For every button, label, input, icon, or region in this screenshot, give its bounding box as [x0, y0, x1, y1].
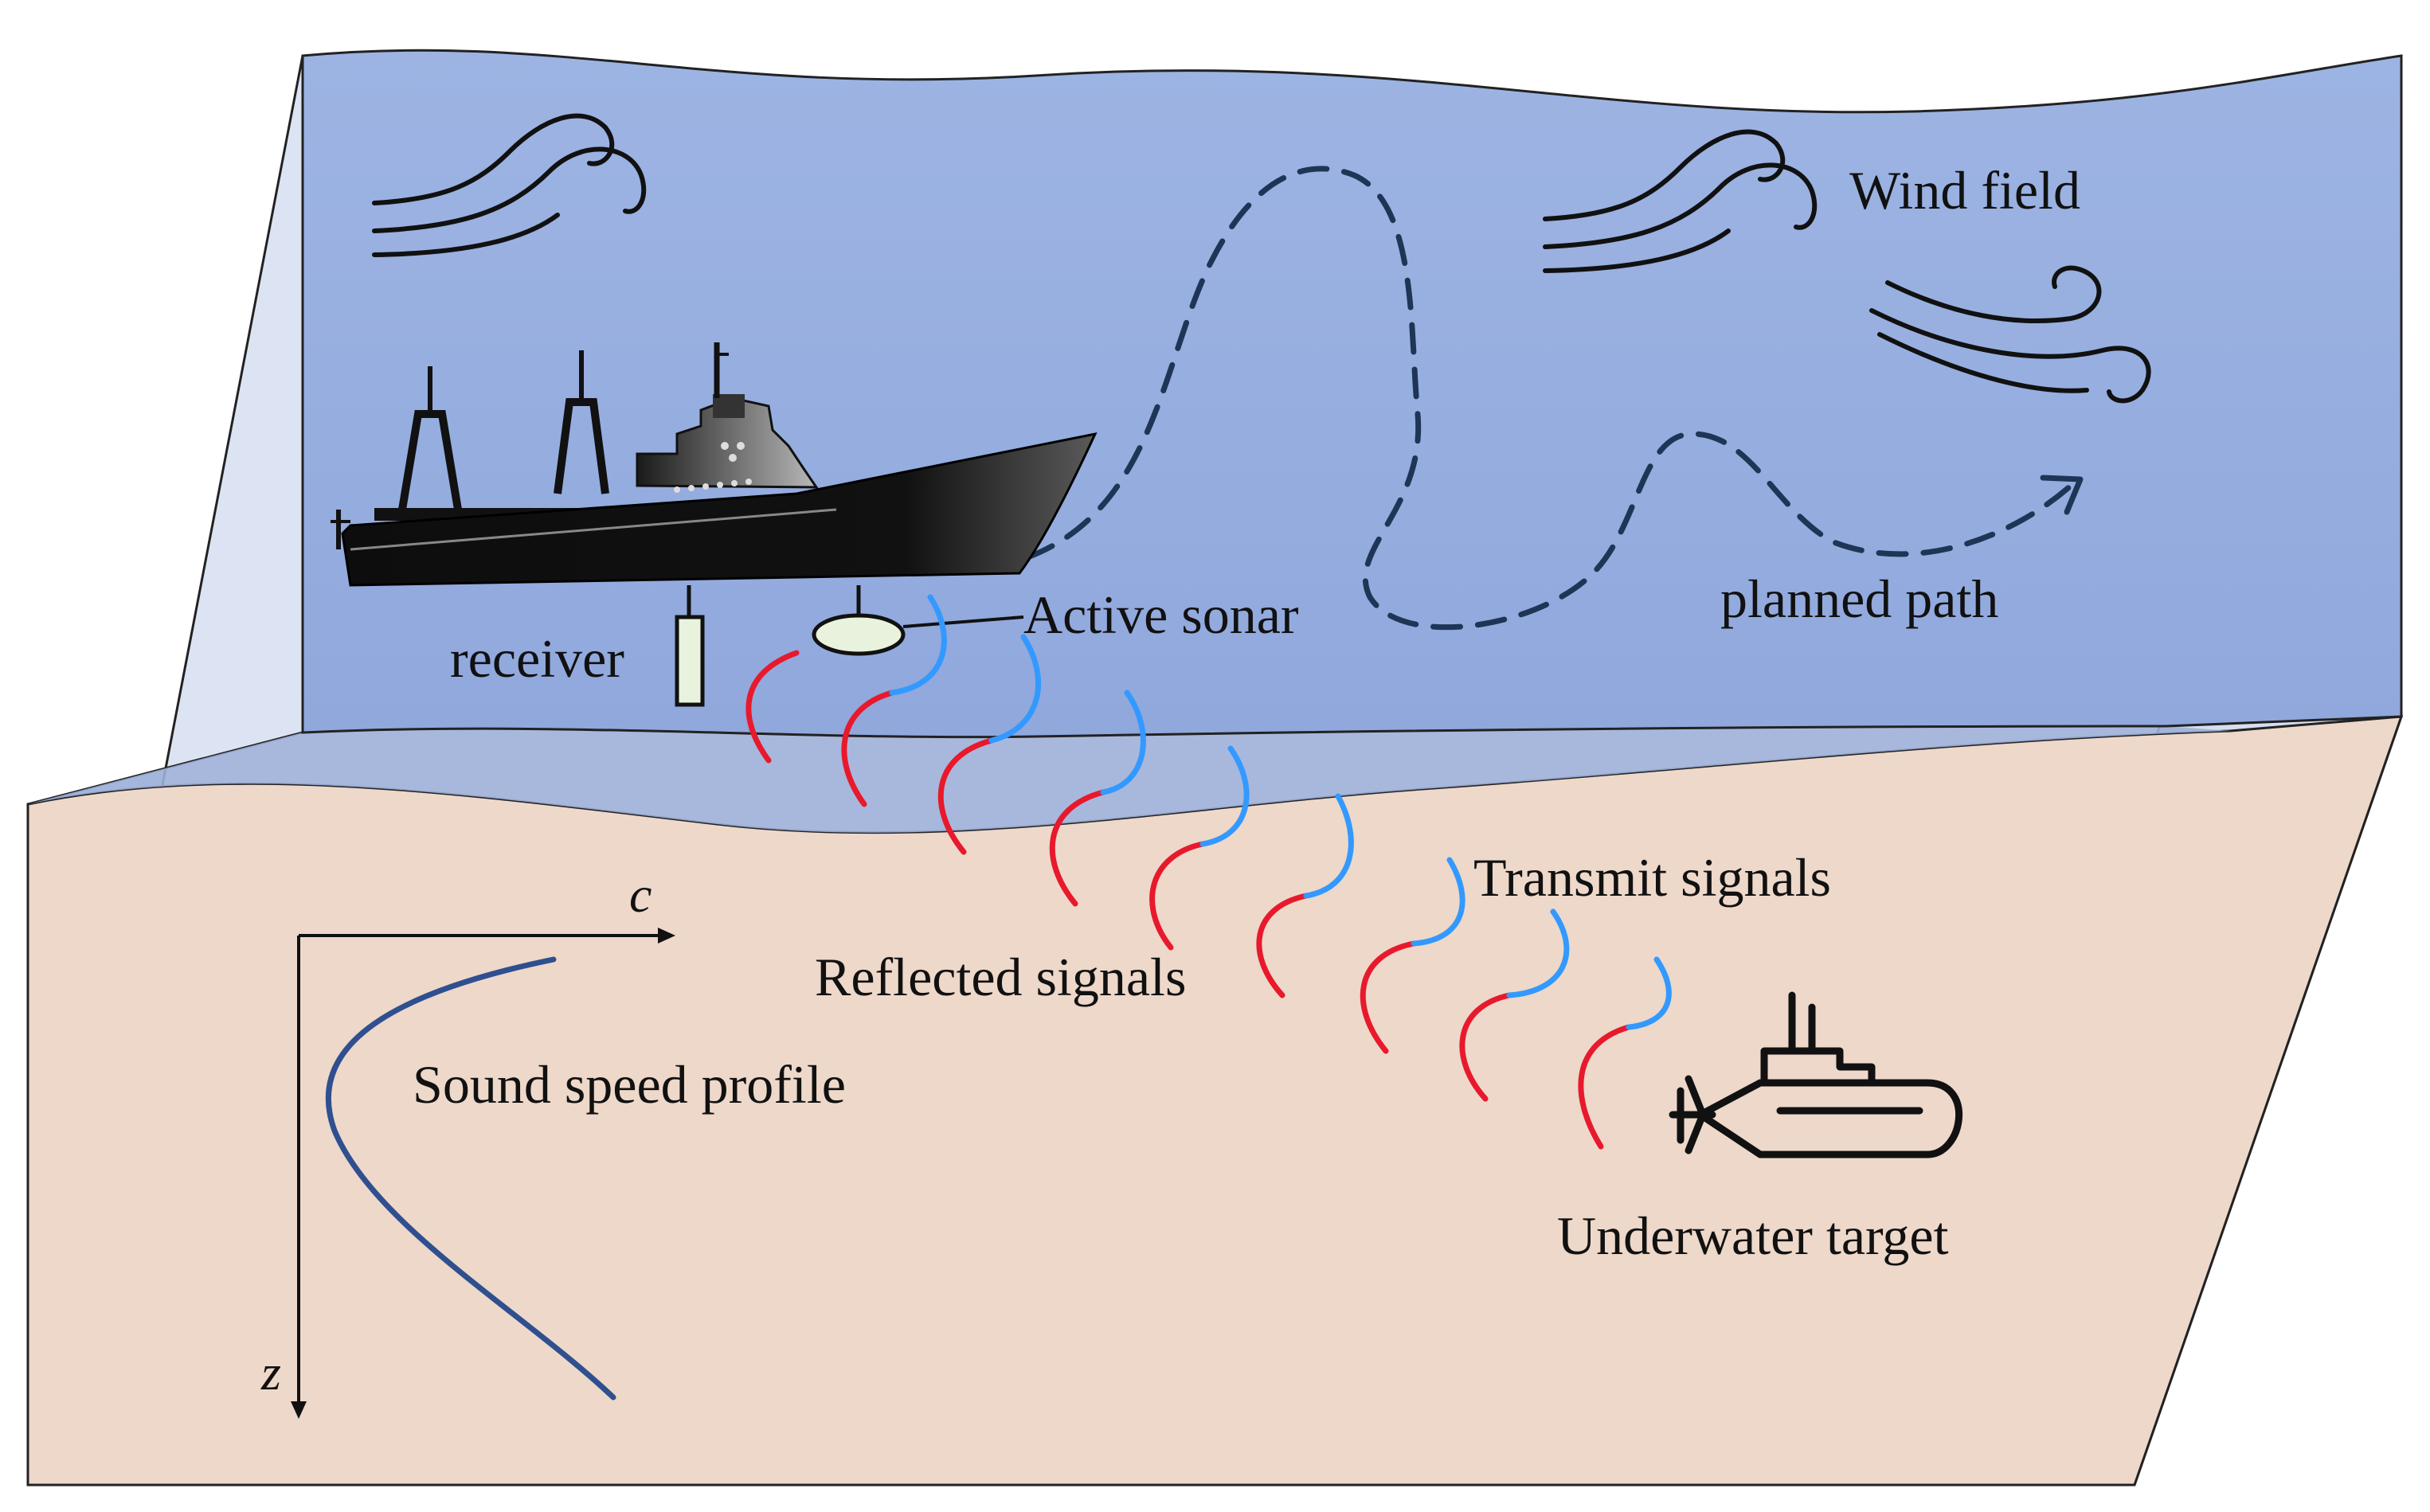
profile-axes	[291, 928, 675, 1419]
active-sonar-icon	[812, 613, 906, 656]
sound-speed-profile-label: Sound speed profile	[413, 1054, 846, 1115]
underwater-target-label: Underwater target	[1557, 1205, 1949, 1266]
wind-field-label: Wind field	[1849, 160, 2080, 221]
planned-path-line	[1024, 166, 2074, 631]
submarine-icon	[1669, 991, 1963, 1158]
active-sonar-label: Active sonar	[1023, 584, 1299, 645]
wind-icon-middle	[1543, 129, 1818, 273]
wind-icon-left	[372, 113, 647, 257]
transmit-signals-label: Transmit signals	[1473, 847, 1831, 908]
planned-path-label: planned path	[1720, 568, 1998, 629]
axis-z-label: z	[260, 1344, 281, 1401]
ship-icon	[331, 342, 1098, 587]
seabed	[26, 715, 2404, 1487]
receiver-label: receiver	[450, 628, 624, 689]
planned-path-arrowhead	[2040, 475, 2084, 515]
reflected-signals-label: Reflected signals	[815, 947, 1186, 1007]
reflected-signal-arcs	[745, 650, 1632, 1150]
receiver-icon	[675, 615, 705, 707]
sonar-leader-line	[902, 615, 1024, 628]
wind-icon-right	[1869, 265, 2151, 404]
transmit-signal-arcs	[889, 594, 1672, 1030]
axis-c-label: c	[629, 866, 652, 923]
sound-speed-curve	[325, 956, 616, 1401]
